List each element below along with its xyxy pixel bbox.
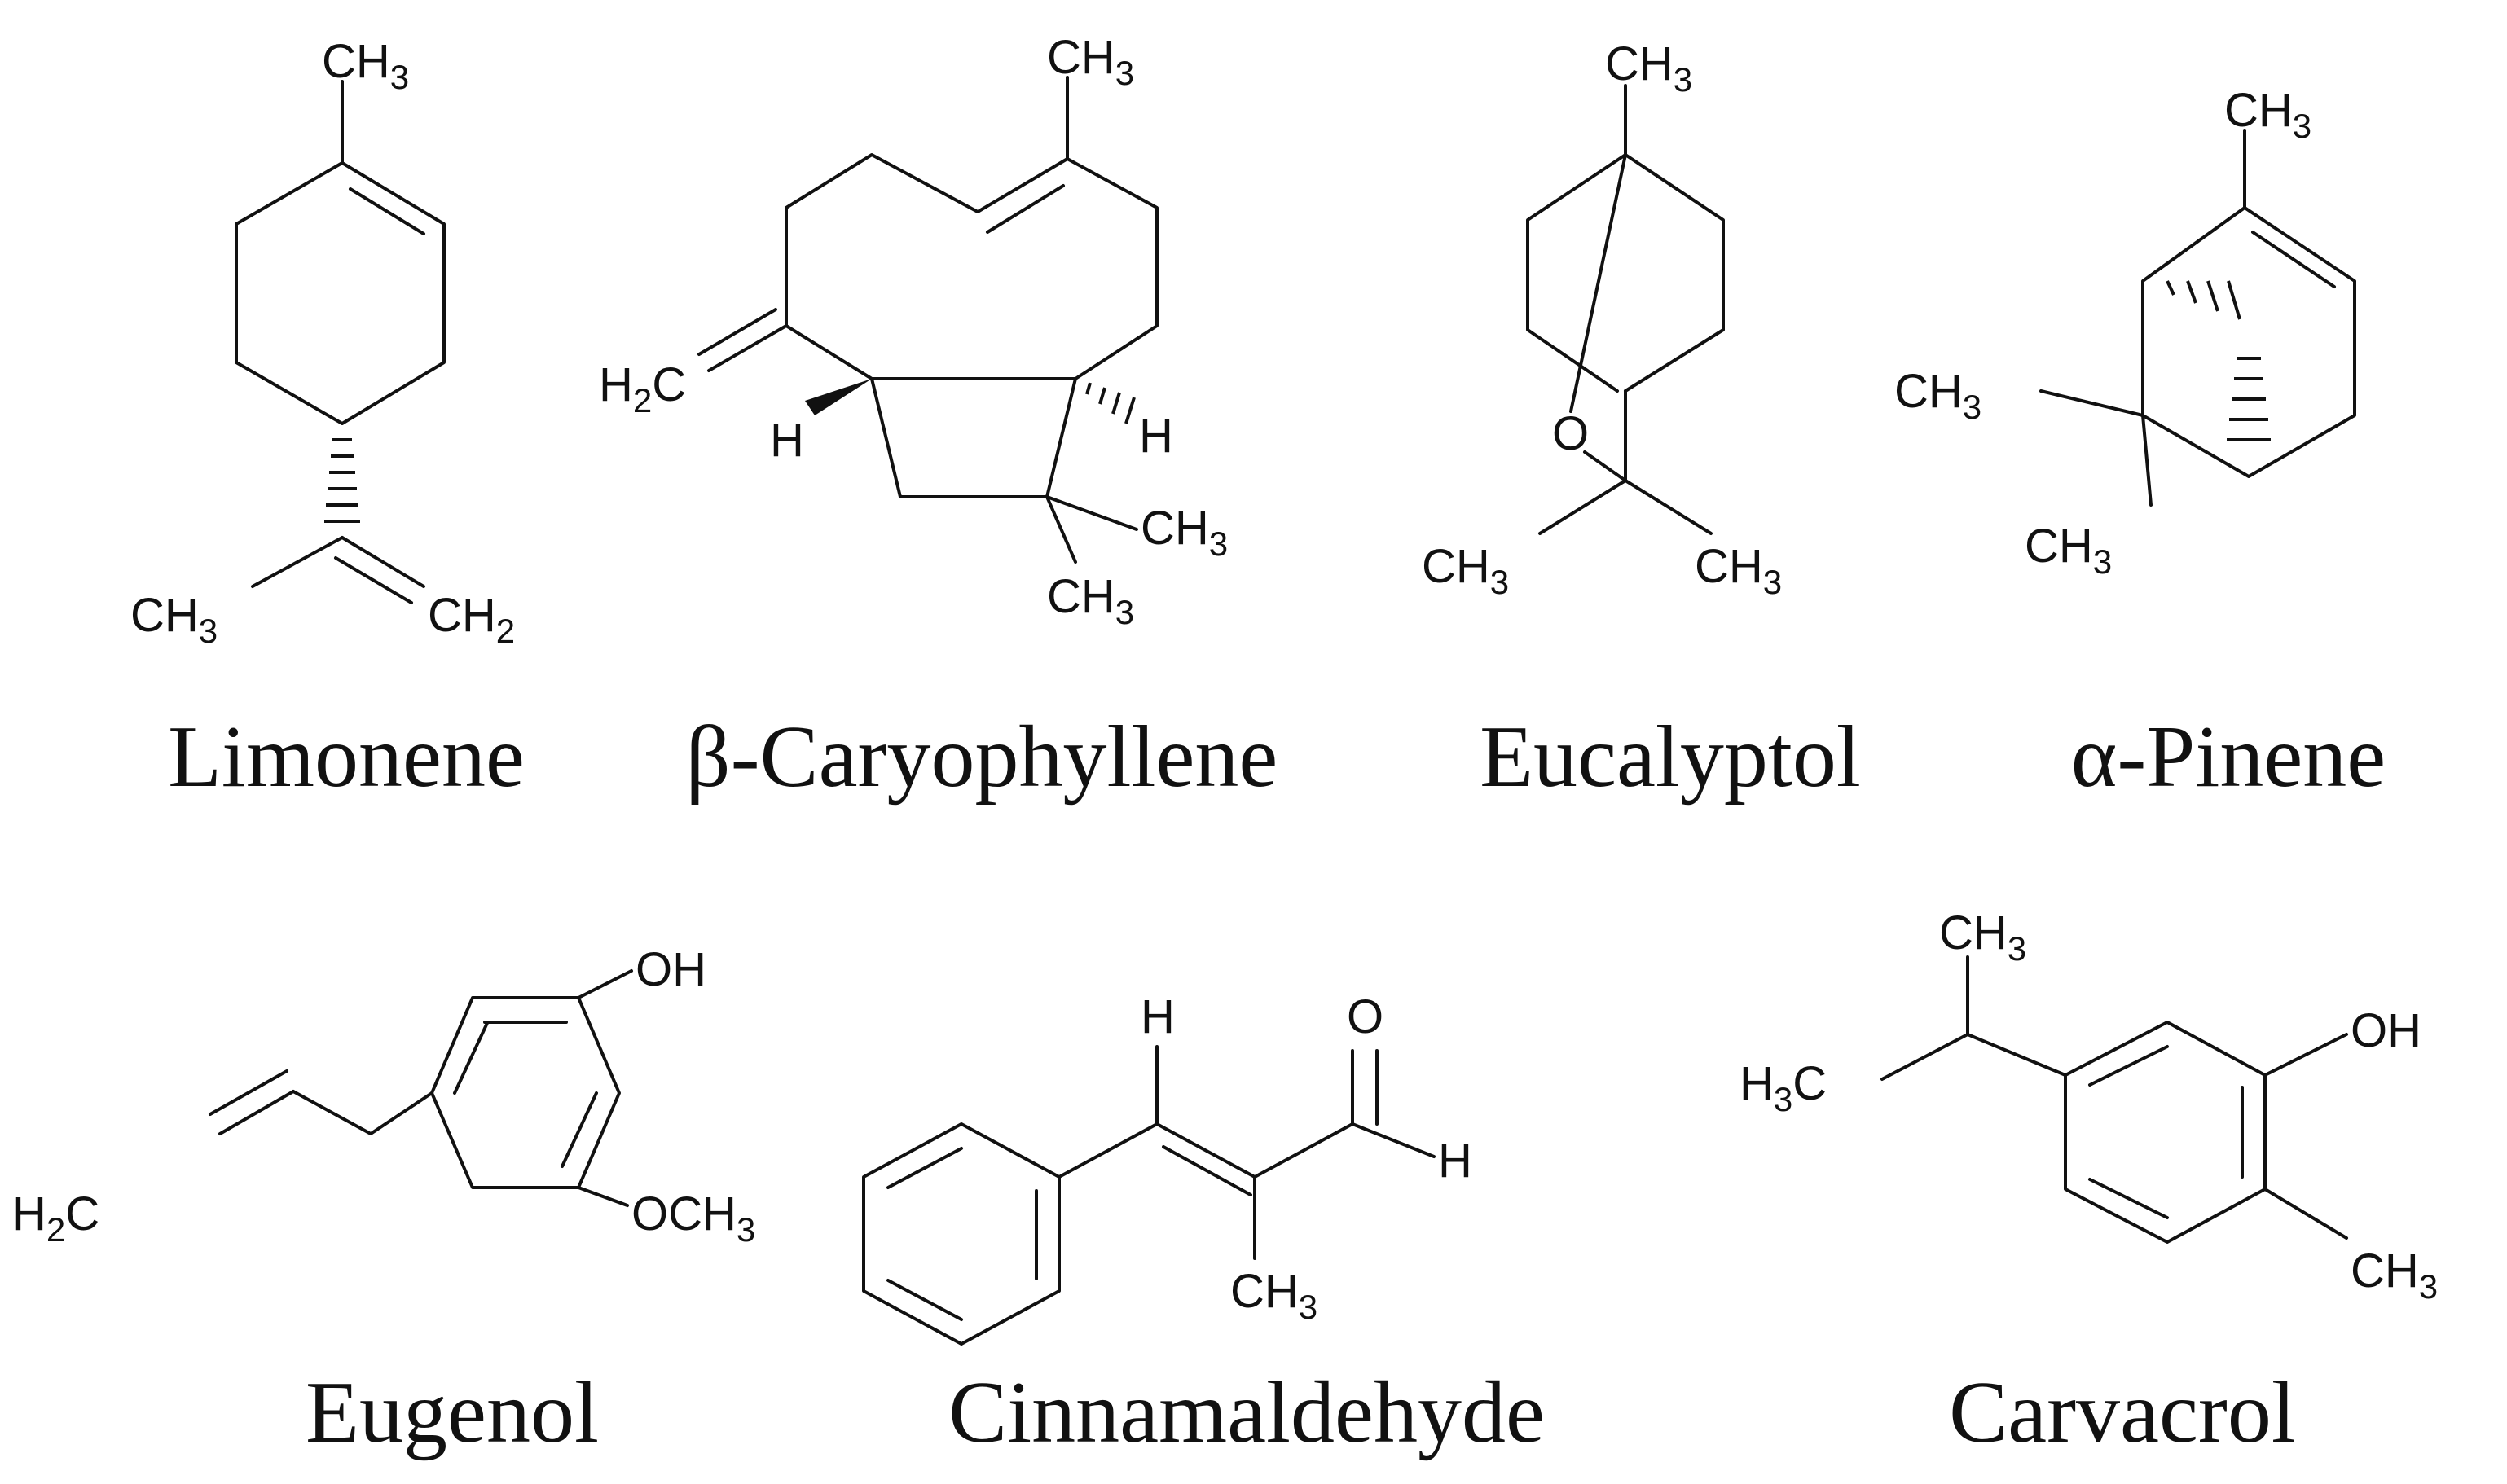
- carvacrol-h3c-label: H3C: [1740, 1057, 1827, 1118]
- eucalyptol-methyl-right: [1624, 479, 1713, 535]
- pinene-ch3-a-label: CH3: [1894, 365, 1981, 426]
- limonene-ch3-left-label: CH3: [130, 589, 218, 650]
- eucalyptol-ch3-left-label: CH3: [1422, 540, 1509, 601]
- eucalyptol-o-label: O: [1552, 407, 1589, 460]
- carvacrol-ring: [2064, 1021, 2267, 1244]
- cinnamaldehyde-alkene-2: [1162, 1145, 1252, 1196]
- limonene-name: Limonene: [168, 709, 525, 806]
- caryophyllene-hash-bond: [1085, 382, 1136, 424]
- limonene-ring: [235, 161, 446, 425]
- carvacrol-ch3-right-label: CH3: [2351, 1245, 2438, 1306]
- limonene-structure: CH3 CH3 CH2: [130, 35, 515, 650]
- caryophyllene-exo-double-1: [707, 324, 788, 372]
- eucalyptol-ring-right: [1624, 153, 1725, 393]
- eugenol-h2c-label: H2C: [12, 1188, 99, 1249]
- carvacrol-methyl-bond: [2263, 1188, 2348, 1240]
- limonene-isopropenyl-bond-left: [251, 536, 344, 588]
- caryophyllene-ring-double-bond: [986, 184, 1065, 234]
- cinnamaldehyde-inner-double-1: [886, 1147, 963, 1189]
- caryophyllene-structure: CH3 H2C H H CH3 CH3: [599, 31, 1228, 631]
- caryophyllene-ch3-a-label: CH3: [1141, 502, 1228, 563]
- eucalyptol-methyl-left: [1538, 479, 1627, 535]
- caryophyllene-gem-methyl-1: [1045, 495, 1138, 531]
- caryophyllene-cyclobutane: [870, 377, 1077, 498]
- cinnamaldehyde-alkene-1: [1155, 1122, 1256, 1179]
- carvacrol-ch-to-ring: [1966, 1033, 2067, 1077]
- limonene-double-bond: [349, 187, 425, 235]
- eugenol-name: Eugenol: [306, 1364, 599, 1461]
- eugenol-allyl-double-1: [218, 1090, 295, 1135]
- eucalyptol-ch3-right-label: CH3: [1695, 540, 1782, 601]
- pinene-double-bond: [2251, 231, 2336, 288]
- limonene-isopropenyl-double-2: [334, 556, 413, 604]
- caryophyllene-h-left-label: H: [770, 414, 804, 467]
- carvacrol-name: Carvacrol: [1949, 1364, 2296, 1461]
- pinene-gem-methyl-1: [2039, 389, 2144, 417]
- caryophyllene-ch3-b-label: CH3: [1047, 570, 1134, 631]
- eucalyptol-structure: CH3 O CH3 CH3: [1422, 37, 1782, 601]
- cinnamaldehyde-inner-double-3: [886, 1279, 963, 1321]
- caryophyllene-h-right-label: H: [1139, 410, 1173, 463]
- eugenol-oh-bond: [577, 969, 633, 999]
- pinene-ch3-b-label: CH3: [2025, 520, 2112, 581]
- eucalyptol-bridge-to-o: [1569, 153, 1627, 413]
- cinnamaldehyde-structure: H O H CH3: [862, 990, 1472, 1346]
- limonene-isopropenyl-double-1: [341, 536, 425, 588]
- eucalyptol-name: Eucalyptol: [1480, 709, 1861, 806]
- caryophyllene-name: β-Caryophyllene: [686, 709, 1278, 806]
- pinene-hash-vertical: [2227, 357, 2271, 441]
- caryophyllene-gem-methyl-2: [1045, 495, 1077, 564]
- eugenol-inner-double-3: [453, 1021, 489, 1095]
- carvacrol-oh-label: OH: [2351, 1004, 2421, 1057]
- limonene-ch3-top-label: CH3: [322, 35, 409, 96]
- cinnamaldehyde-h-top-label: H: [1141, 990, 1175, 1043]
- pinene-hash-bridge: [2166, 280, 2241, 320]
- pinene-gem-methyl-2: [2141, 414, 2153, 507]
- cinnamaldehyde-ch3-label: CH3: [1230, 1265, 1317, 1326]
- caryophyllene-exo-double-2: [697, 308, 777, 356]
- cinnamaldehyde-c-to-cho: [1253, 1122, 1354, 1179]
- caryophyllene-wedge-bond: [805, 379, 872, 415]
- carvacrol-ch-to-h3c: [1880, 1033, 1969, 1081]
- pinene-ch3-top-label: CH3: [2224, 84, 2311, 145]
- carvacrol-inner-double-3: [2088, 1178, 2169, 1219]
- eugenol-structure: OH H2C OCH3: [12, 943, 755, 1249]
- eugenol-inner-double-2: [561, 1091, 598, 1168]
- eucalyptol-ring-left: [1526, 153, 1627, 393]
- cinnamaldehyde-ring-to-c: [1058, 1122, 1159, 1179]
- cinnamaldehyde-o-label: O: [1347, 990, 1383, 1043]
- caryophyllene-ch3-top-label: CH3: [1047, 31, 1134, 92]
- eugenol-ring: [430, 996, 621, 1189]
- eugenol-och3-label: OCH3: [631, 1188, 755, 1249]
- eugenol-allyl-chain: [292, 1090, 433, 1135]
- caryophyllene-h2c-label: H2C: [599, 358, 686, 419]
- carvacrol-ch3-top-label: CH3: [1939, 907, 2026, 968]
- cinnamaldehyde-ring: [862, 1122, 1061, 1346]
- pinene-structure: CH3 CH3 CH3: [1894, 84, 2356, 581]
- limonene-ch2-right-label: CH2: [428, 589, 515, 650]
- eucalyptol-ch3-top-label: CH3: [1605, 37, 1692, 99]
- eugenol-och3-bond: [577, 1186, 629, 1207]
- pinene-name: α-Pinene: [2071, 709, 2386, 806]
- caryophyllene-large-ring: [785, 153, 1159, 380]
- eugenol-oh-label: OH: [636, 943, 706, 996]
- carvacrol-inner-double-1: [2088, 1045, 2169, 1087]
- pinene-ring: [2141, 206, 2356, 478]
- carvacrol-structure: CH3 H3C OH CH3: [1740, 907, 2438, 1306]
- cinnamaldehyde-name: Cinnamaldehyde: [948, 1364, 1545, 1461]
- eucalyptol-o-to-c: [1583, 450, 1627, 482]
- eugenol-allyl-double-2: [209, 1069, 288, 1116]
- limonene-hash-bond: [324, 438, 360, 523]
- cinnamaldehyde-c-to-h-right: [1351, 1122, 1436, 1158]
- cinnamaldehyde-h-right-label: H: [1438, 1135, 1472, 1188]
- carvacrol-oh-bond: [2263, 1033, 2348, 1077]
